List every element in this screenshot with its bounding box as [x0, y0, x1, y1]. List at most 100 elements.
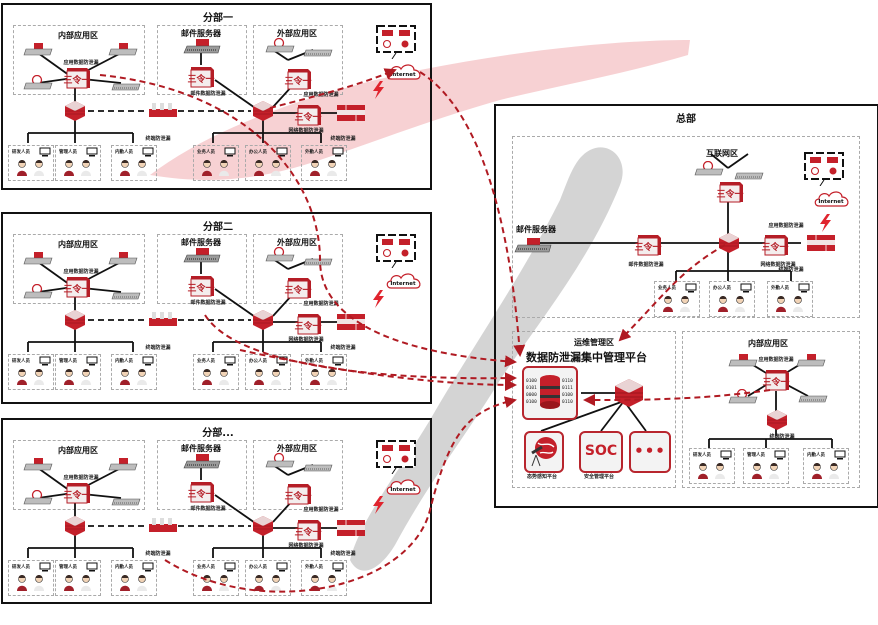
internal-server-2	[108, 251, 138, 270]
person-icon	[119, 368, 131, 390]
person-icon	[270, 159, 282, 181]
internal-zone-title: 内部应用区	[58, 240, 98, 249]
security-platform-label: 安全管理平台	[583, 474, 615, 480]
more-platforms[interactable]: •••	[629, 431, 671, 473]
person-icon	[80, 574, 92, 596]
svg-text:Internet: Internet	[390, 281, 416, 287]
monitor-icon	[798, 278, 810, 297]
monitor-icon	[740, 278, 752, 297]
hq-user-group: 办公人员	[709, 281, 755, 317]
mail-dlp-label: 邮件数据防泄漏	[190, 91, 226, 97]
svg-text:三令一: 三令一	[294, 526, 321, 538]
branch-right-user-group: 外勤人员	[301, 145, 347, 181]
person-icon	[201, 368, 213, 390]
branch-right-user-group: 办公人员	[245, 145, 291, 181]
branch-switch-left	[64, 515, 86, 541]
person-icon	[63, 159, 75, 181]
user-group-label: 业务人员	[197, 150, 215, 155]
hq-internal-user-group: 内勤人员	[803, 448, 849, 484]
internal-server-2	[108, 457, 138, 476]
branch-right-user-group: 业务人员	[193, 145, 239, 181]
branch-switch-right	[252, 309, 274, 335]
app-server	[303, 43, 333, 62]
user-group-label: 业务人员	[197, 565, 215, 570]
monitor-icon	[774, 445, 786, 464]
hq-internet-services	[804, 152, 844, 190]
hq-wires	[536, 153, 833, 448]
branch-left-user-group: 内勤人员	[111, 145, 157, 181]
database-icon	[540, 375, 560, 409]
hq-internet-zone-title: 互联网区	[706, 149, 738, 158]
person-icon	[63, 574, 75, 596]
soc-platform[interactable]: SOC	[579, 431, 623, 473]
branch-right-user-group: 业务人员	[193, 354, 239, 390]
svg-text:三令一: 三令一	[294, 320, 321, 332]
person-icon	[16, 574, 28, 596]
person-icon	[768, 462, 780, 484]
web-server	[265, 452, 295, 473]
person-icon	[33, 159, 45, 181]
internal-server-2	[108, 42, 138, 61]
hq-internal-server-3	[728, 388, 758, 409]
firewall	[336, 104, 366, 126]
hq-title: 总部	[676, 114, 696, 125]
branch-office-icon	[148, 311, 178, 331]
person-icon	[253, 368, 265, 390]
endpoint-dlp-label-left: 终端防泄漏	[145, 551, 171, 557]
internet-services	[376, 234, 416, 272]
branch-switch-left	[64, 100, 86, 126]
person-icon	[662, 295, 674, 317]
branch-title: 分部一	[203, 13, 233, 24]
hq-mail-server-title: 邮件服务器	[516, 225, 556, 234]
internet-cloud: Internet	[386, 272, 422, 294]
branch-panel: 分部... 内部应用区 邮件服务器 外部应用区	[1, 418, 432, 604]
mail-server-title: 邮件服务器	[181, 29, 221, 38]
hq-internet-cloud: Internet	[814, 190, 850, 212]
hq-web-server	[694, 160, 724, 181]
person-icon	[218, 574, 230, 596]
user-group-label: 内勤人员	[115, 150, 133, 155]
situational-awareness-platform[interactable]	[524, 431, 564, 473]
firewall	[336, 519, 366, 541]
user-group-label: 办公人员	[713, 286, 731, 291]
app-dlp-label: 应用数据防泄漏	[63, 475, 99, 481]
mail-dlp-appliance: 三令一	[187, 480, 215, 508]
user-group-label: 办公人员	[249, 565, 267, 570]
internal-server-1	[23, 251, 53, 270]
svg-text:Internet: Internet	[390, 487, 416, 493]
endpoint-dlp-label-right: 终端防泄漏	[330, 551, 356, 557]
mail-server	[183, 39, 221, 59]
user-group-label: 研发人员	[12, 565, 30, 570]
user-group-label: 研发人员	[693, 453, 711, 458]
endpoint-dlp-label-left: 终端防泄漏	[145, 136, 171, 142]
person-icon	[136, 368, 148, 390]
monitor-icon	[86, 557, 98, 576]
internal-zone-title: 内部应用区	[58, 446, 98, 455]
svg-text:三令一: 三令一	[63, 283, 90, 295]
internet-cloud: Internet	[386, 63, 422, 85]
branch-left-user-group: 研发人员	[8, 145, 54, 181]
svg-text:Internet: Internet	[390, 72, 416, 78]
internal-server-3	[23, 283, 53, 304]
internet-services	[376, 440, 416, 478]
hq-lightning-icon	[818, 214, 832, 236]
person-icon	[679, 295, 691, 317]
branch-left-user-group: 管理人员	[55, 560, 101, 596]
lightning-icon	[371, 496, 385, 518]
hq-internal-server-2	[796, 353, 826, 372]
person-icon	[792, 295, 804, 317]
branch-right-user-group: 办公人员	[245, 354, 291, 390]
person-icon	[270, 368, 282, 390]
internal-zone-title: 内部应用区	[58, 31, 98, 40]
internet-services	[376, 25, 416, 63]
monitor-icon	[39, 351, 51, 370]
web-server	[265, 37, 295, 58]
branch-right-user-group: 办公人员	[245, 560, 291, 596]
hq-internal-server-1	[728, 353, 758, 372]
hq-internal-zone-title: 内部应用区	[748, 339, 788, 348]
hq-internet-dlp-appliance: 三令一	[716, 180, 744, 208]
external-app-dlp-label: 应用数据防泄漏	[303, 301, 339, 307]
hq-internal-app-dlp: 三令一	[762, 368, 790, 396]
svg-text:三令一: 三令一	[634, 241, 661, 253]
